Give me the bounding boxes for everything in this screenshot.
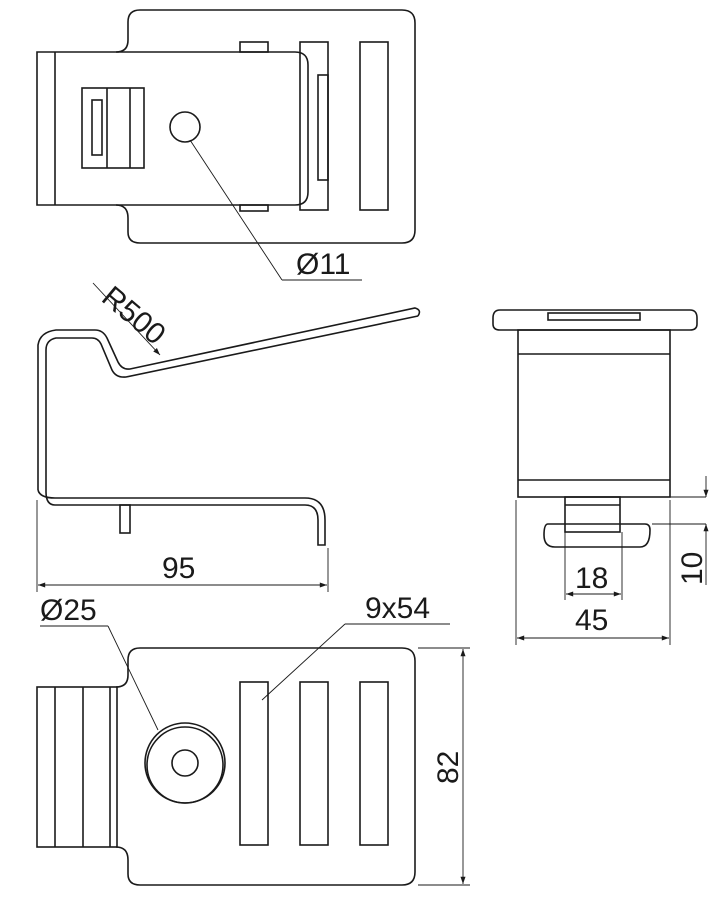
- radius-label: R500: [96, 280, 172, 351]
- stem-width-label: 18: [575, 562, 608, 595]
- height-label: 82: [432, 751, 465, 784]
- hole-diameter-label: Ø11: [296, 248, 350, 281]
- slot-size-label: 9x54: [365, 592, 430, 625]
- bottom-view: Ø25 9x54 82: [36, 592, 470, 886]
- length-label: 95: [162, 552, 195, 585]
- side-view: R500 95: [36, 280, 421, 592]
- hole-11: [169, 111, 201, 143]
- width-label: 45: [575, 604, 608, 637]
- end-view: 10 18 45: [492, 309, 709, 645]
- top-view: Ø11: [36, 9, 416, 281]
- boss-diameter-label: Ø25: [40, 594, 97, 627]
- offset-label: 10: [676, 552, 709, 585]
